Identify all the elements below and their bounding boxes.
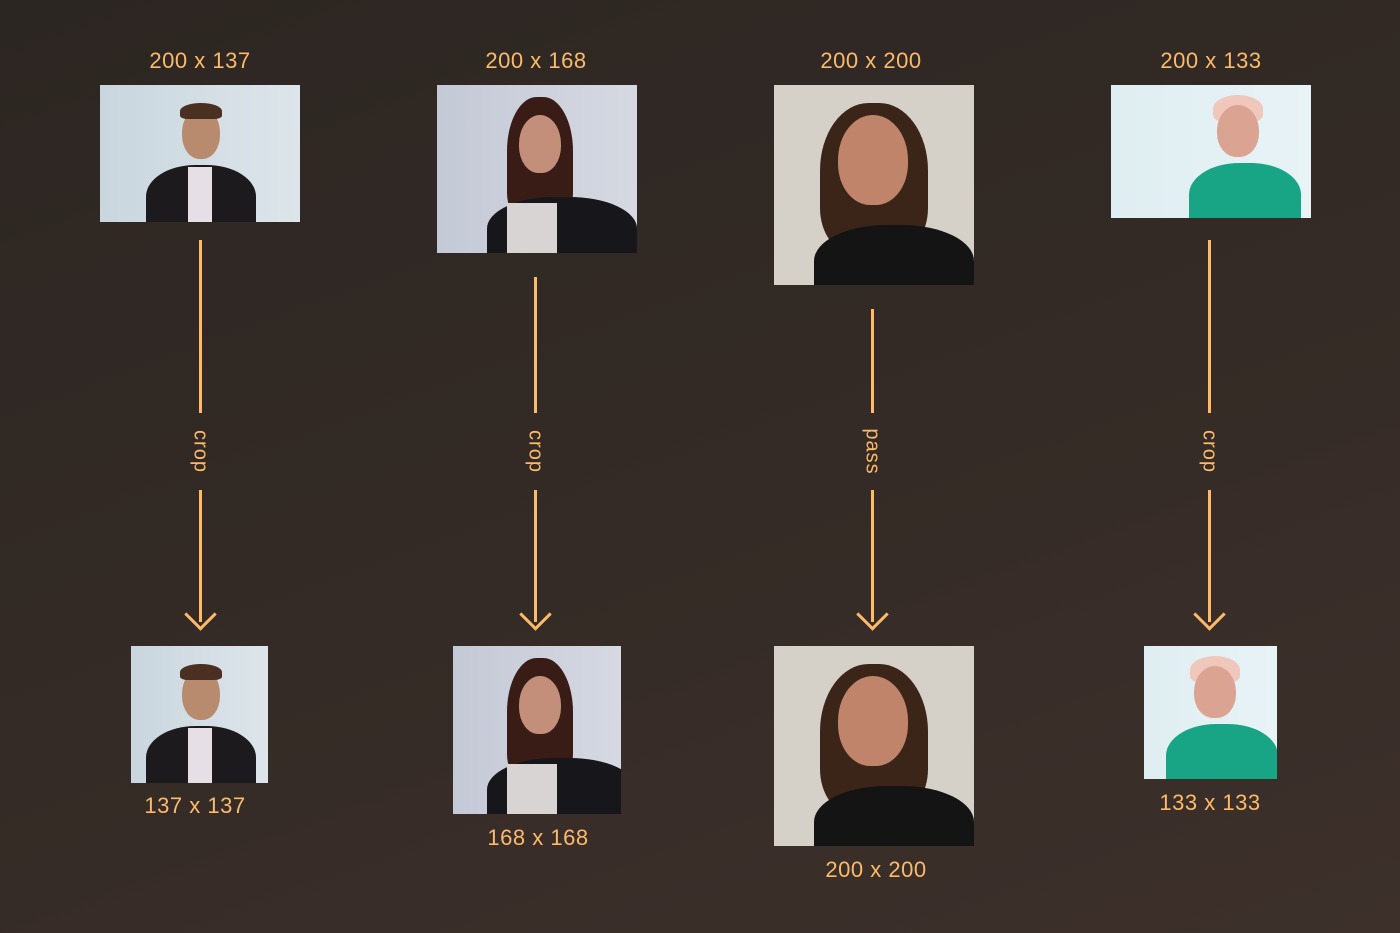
- action-label: crop: [189, 430, 212, 473]
- source-size-label: 200 x 137: [149, 48, 251, 73]
- arrow-down-icon: [1193, 598, 1226, 631]
- connector-line: [534, 490, 537, 622]
- connector-line: [1208, 490, 1211, 622]
- source-image-man-long-hair: [774, 85, 974, 285]
- action-label: crop: [524, 430, 547, 473]
- arrow-down-icon: [184, 598, 217, 631]
- source-image-man-suit: [100, 85, 300, 222]
- action-label: crop: [1198, 430, 1221, 473]
- result-size-label: 137 x 137: [144, 793, 246, 818]
- connector-line: [199, 240, 202, 413]
- source-size-label: 200 x 168: [485, 48, 587, 73]
- connector-line: [534, 277, 537, 413]
- connector-line: [871, 490, 874, 622]
- source-size-label: 200 x 200: [820, 48, 922, 73]
- result-size-label: 133 x 133: [1159, 790, 1261, 815]
- result-image-man-suit: [131, 646, 268, 783]
- source-image-woman-green-top: [1111, 85, 1311, 218]
- result-image-man-long-hair: [774, 646, 974, 846]
- connector-line: [871, 309, 874, 413]
- result-size-label: 200 x 200: [825, 857, 927, 882]
- arrow-down-icon: [856, 598, 889, 631]
- connector-line: [199, 490, 202, 622]
- arrow-down-icon: [519, 598, 552, 631]
- result-image-woman-green-top: [1144, 646, 1277, 779]
- action-label: pass: [861, 428, 884, 475]
- result-image-woman-dark-hair: [453, 646, 621, 814]
- result-size-label: 168 x 168: [487, 825, 589, 850]
- connector-line: [1208, 240, 1211, 413]
- source-image-woman-dark-hair: [437, 85, 637, 253]
- source-size-label: 200 x 133: [1160, 48, 1262, 73]
